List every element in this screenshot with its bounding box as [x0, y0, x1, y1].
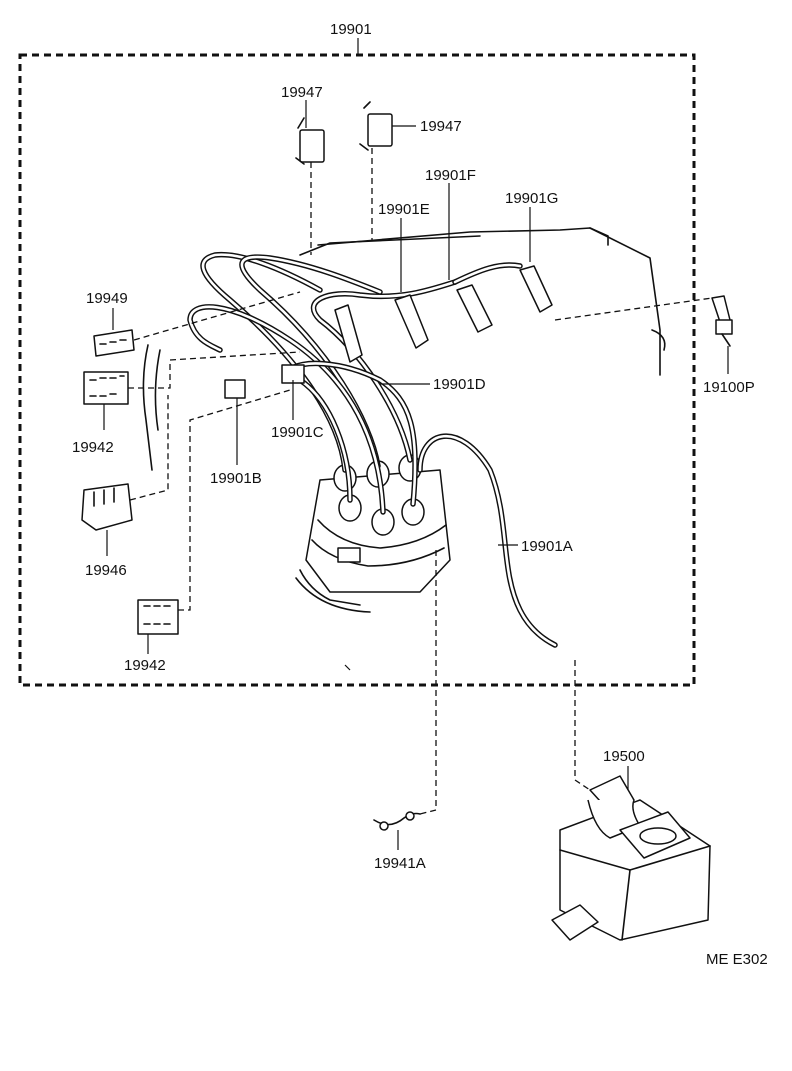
- label-19901g[interactable]: 19901G: [505, 190, 558, 207]
- label-19942-upper[interactable]: 19942: [72, 439, 114, 456]
- label-19901d[interactable]: 19901D: [433, 376, 486, 393]
- clamp-19942-lower-part: [137, 599, 179, 635]
- clamp-19942-upper-part: [83, 371, 129, 405]
- clamp-19946-part: [81, 483, 133, 531]
- clamp-19947-right-part: [359, 101, 393, 151]
- label-19901b[interactable]: 19901B: [210, 470, 262, 487]
- cord-bundle: [187, 251, 558, 648]
- label-19901c[interactable]: 19901C: [271, 424, 324, 441]
- plug-boots: [224, 265, 553, 399]
- figure-code: ME E302: [706, 951, 768, 968]
- spark-plug-part: [711, 295, 733, 347]
- label-19901[interactable]: 19901: [330, 21, 372, 38]
- clamp-19947-left-part: [295, 117, 325, 165]
- clamp-19941a-part: [373, 811, 421, 831]
- label-19947-left[interactable]: 19947: [281, 84, 323, 101]
- leader-lines: [103, 100, 729, 850]
- label-19901e[interactable]: 19901E: [378, 201, 430, 218]
- label-19946[interactable]: 19946: [85, 562, 127, 579]
- ignition-coil-part: [551, 775, 711, 941]
- assembly-frame: [18, 38, 696, 687]
- dashed-reference-lines: [128, 148, 713, 815]
- label-19901f[interactable]: 19901F: [425, 167, 476, 184]
- label-19947-right[interactable]: 19947: [420, 118, 462, 135]
- label-19100p[interactable]: 19100P: [703, 379, 755, 396]
- label-19941a[interactable]: 19941A: [374, 855, 426, 872]
- clamp-19949-part: [93, 329, 135, 357]
- label-19942-lower[interactable]: 19942: [124, 657, 166, 674]
- part-labels: 19901 19947 19947 19901F 19901E 19901G 1…: [72, 21, 768, 968]
- label-19901a[interactable]: 19901A: [521, 538, 573, 555]
- label-19949[interactable]: 19949: [86, 290, 128, 307]
- engine-outline: [142, 227, 666, 671]
- label-19500[interactable]: 19500: [603, 748, 645, 765]
